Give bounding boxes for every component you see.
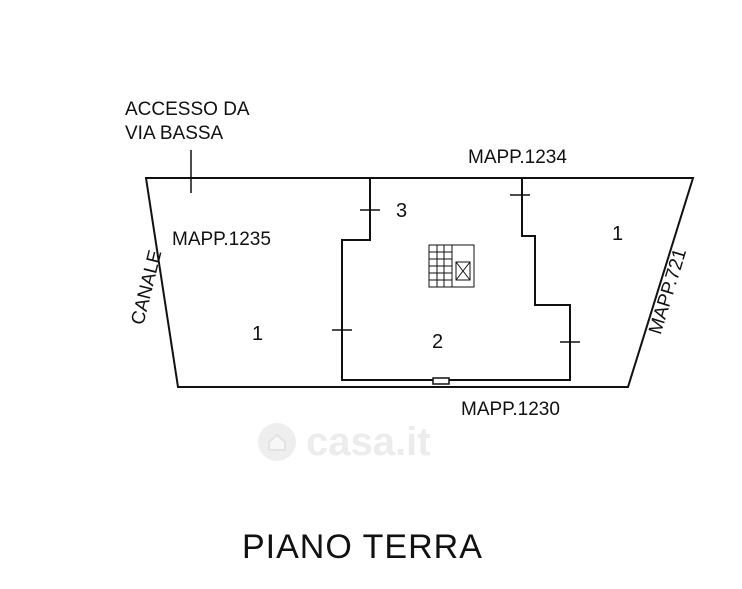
access-note: ACCESSO DA VIA BASSA (125, 99, 250, 145)
room-number-small: 3 (396, 200, 408, 222)
staircase-icon (428, 244, 475, 288)
watermark-text: casa.it (306, 419, 431, 464)
page-title: PIANO TERRA (242, 528, 483, 566)
house-icon (258, 423, 296, 461)
neighbor-top-label: MAPP.1234 (468, 147, 567, 168)
door-bottom (432, 377, 450, 385)
room-number-left: 1 (252, 323, 264, 345)
lot-boundary (144, 177, 695, 388)
neighbor-bottom-label: MAPP.1230 (461, 399, 560, 420)
watermark: casa.it (258, 418, 508, 466)
room-number-right: 1 (612, 223, 624, 245)
neighbor-left-inside-label: MAPP.1235 (172, 229, 271, 250)
room-number-center: 2 (432, 331, 444, 353)
